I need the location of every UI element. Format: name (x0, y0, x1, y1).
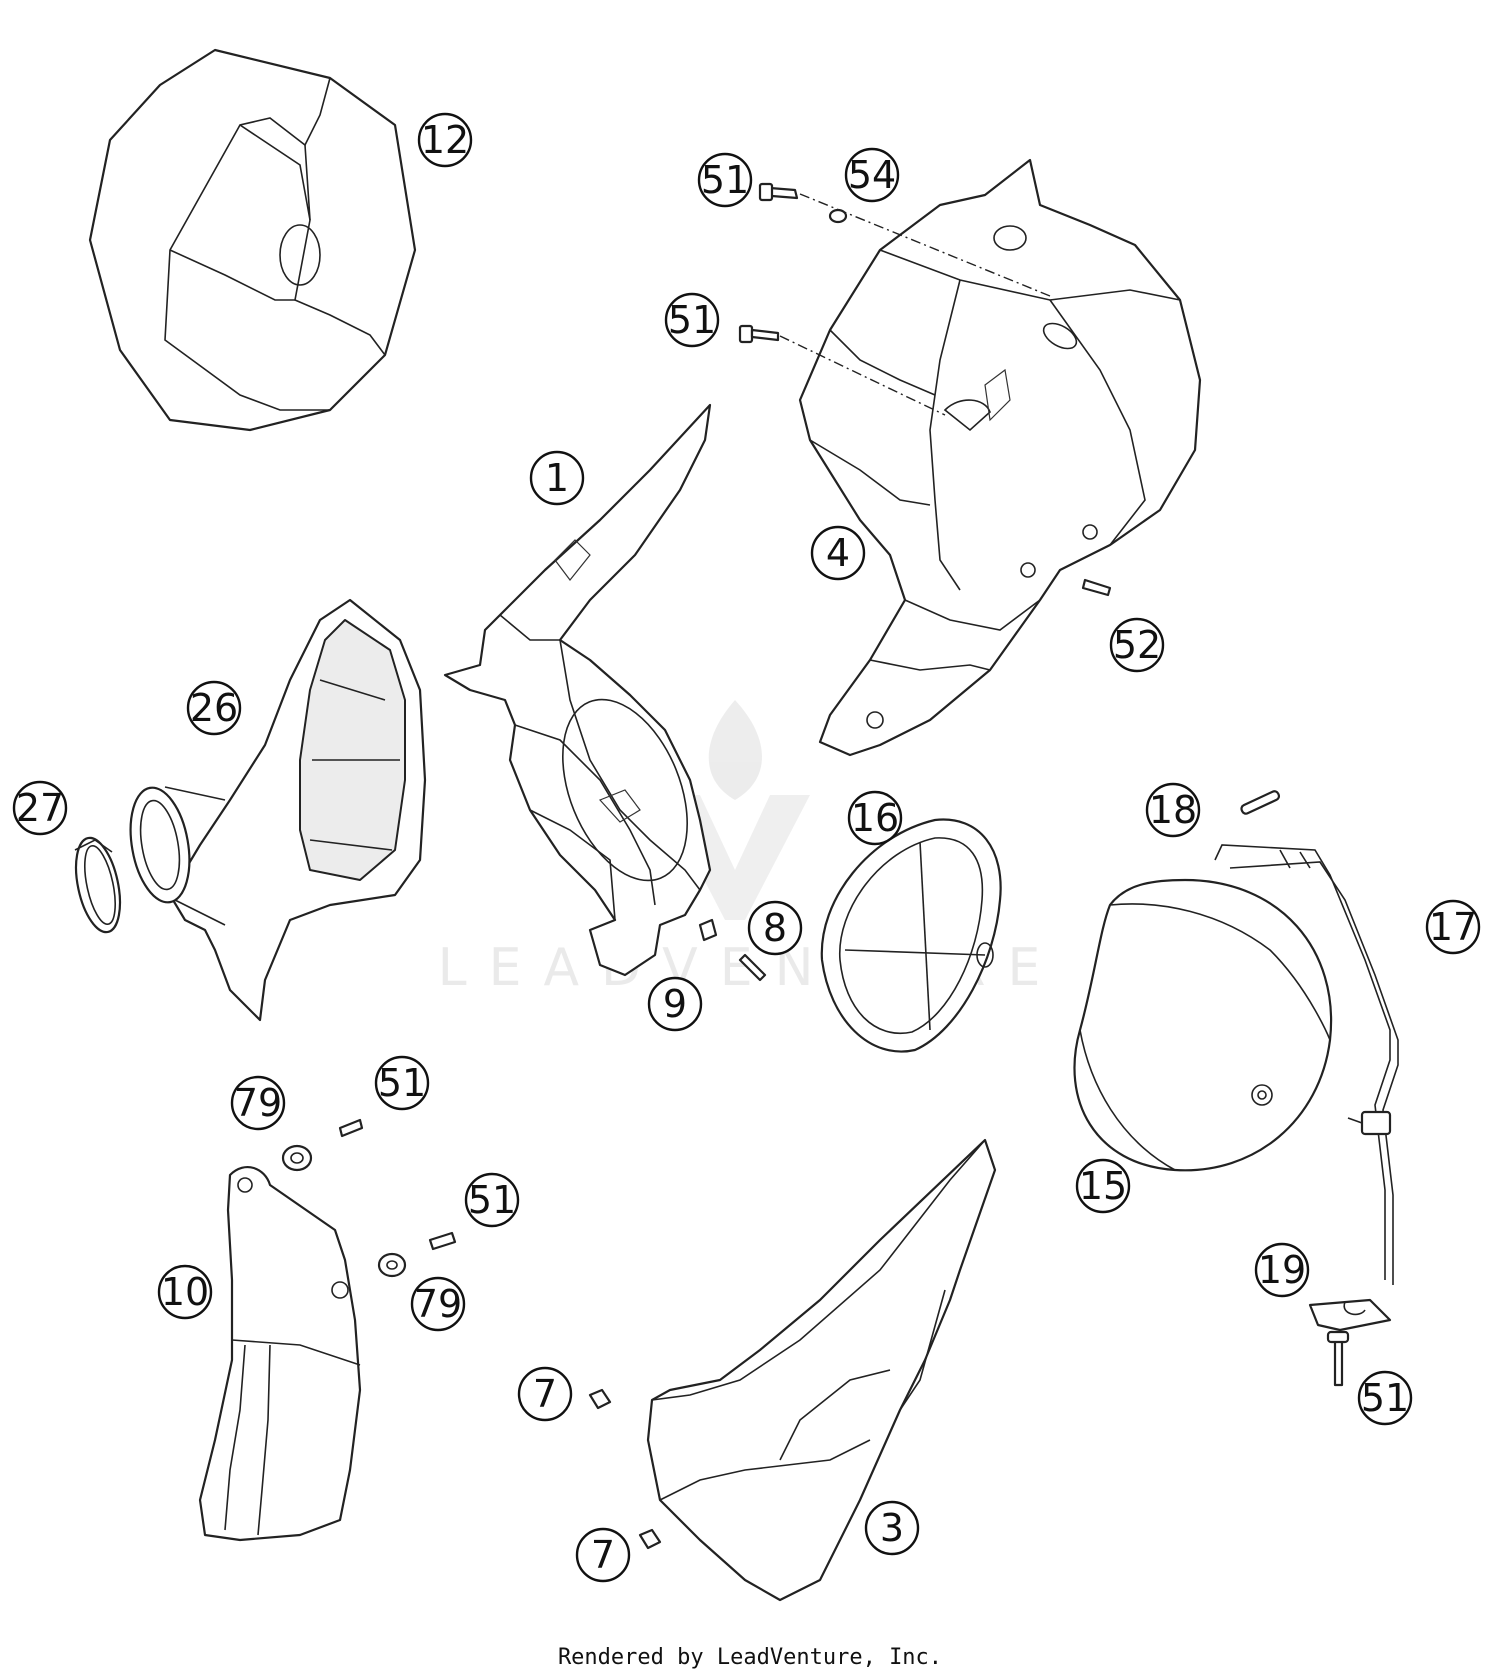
callout-18-label: 18 (1149, 788, 1197, 832)
callout-4[interactable]: 4 (810, 525, 866, 581)
callout-17[interactable]: 17 (1425, 899, 1481, 955)
part-27-hose-clamp[interactable] (68, 834, 127, 936)
callout-54-label: 54 (848, 153, 896, 197)
callout-8[interactable]: 8 (747, 900, 803, 956)
part-15-air-filter[interactable] (1073, 878, 1333, 1172)
screw-51-middle[interactable] (738, 324, 780, 344)
callout-51e-label: 51 (1361, 1376, 1409, 1420)
callout-17-label: 17 (1429, 905, 1477, 949)
callout-26[interactable]: 26 (186, 680, 242, 736)
footer-credit: Rendered by LeadVenture, Inc. (557, 1645, 943, 1670)
part-18-pin[interactable] (1240, 790, 1281, 815)
callout-1-label: 1 (545, 456, 569, 500)
callouts: 12 51 54 51 1 4 52 26 (12, 112, 1481, 1583)
callout-3[interactable]: 3 (864, 1500, 920, 1556)
nut-7-lower[interactable] (638, 1528, 662, 1550)
part-17-filter-holder[interactable] (1214, 844, 1399, 1285)
nut-7-upper[interactable] (588, 1388, 612, 1410)
callout-10[interactable]: 10 (157, 1264, 213, 1320)
callout-51a[interactable]: 51 (697, 152, 753, 208)
part-16-filter-cage[interactable] (820, 818, 1002, 1053)
washer-54[interactable] (828, 208, 848, 224)
callout-16-label: 16 (851, 796, 899, 840)
screw-51-mid-left[interactable] (428, 1231, 457, 1251)
callout-51d[interactable]: 51 (464, 1172, 520, 1228)
callout-12-label: 12 (421, 118, 469, 162)
washer-79-top[interactable] (281, 1144, 313, 1172)
callout-51d-label: 51 (468, 1178, 516, 1222)
callout-12[interactable]: 12 (417, 112, 473, 168)
callout-51a-label: 51 (701, 158, 749, 202)
callout-79a[interactable]: 79 (230, 1075, 286, 1131)
part-12-filter-cover[interactable] (88, 48, 417, 432)
callout-26-label: 26 (190, 686, 238, 730)
callout-51b-label: 51 (668, 298, 716, 342)
part-10-cover[interactable] (198, 1165, 362, 1542)
part-26-intake-boot[interactable] (122, 598, 427, 1022)
callout-54[interactable]: 54 (844, 147, 900, 203)
callout-51e[interactable]: 51 (1357, 1370, 1413, 1426)
callout-79a-label: 79 (234, 1081, 282, 1125)
callout-7a-label: 7 (533, 1372, 557, 1416)
washer-79-bottom[interactable] (377, 1252, 407, 1278)
part-3-side-panel[interactable] (646, 1138, 997, 1602)
callout-79b-label: 79 (414, 1282, 462, 1326)
callout-1[interactable]: 1 (529, 450, 585, 506)
part-19-clip[interactable] (1308, 1298, 1392, 1332)
callout-52[interactable]: 52 (1109, 617, 1165, 673)
callout-18[interactable]: 18 (1145, 782, 1201, 838)
screw-52[interactable] (1081, 578, 1112, 597)
callout-7b-label: 7 (591, 1533, 615, 1577)
clip-9[interactable] (698, 918, 718, 942)
callout-79b[interactable]: 79 (410, 1276, 466, 1332)
callout-51b[interactable]: 51 (664, 292, 720, 348)
callout-8-label: 8 (763, 906, 787, 950)
callout-9[interactable]: 9 (647, 976, 703, 1032)
callout-52-label: 52 (1113, 623, 1161, 667)
callout-15-label: 15 (1079, 1164, 1127, 1208)
callout-51c[interactable]: 51 (374, 1055, 430, 1111)
screw-51-right-bottom[interactable] (1326, 1330, 1350, 1387)
screw-8[interactable] (738, 953, 767, 982)
callout-27[interactable]: 27 (12, 780, 68, 836)
callout-19[interactable]: 19 (1254, 1242, 1310, 1298)
callout-7b[interactable]: 7 (575, 1527, 631, 1583)
callout-19-label: 19 (1258, 1248, 1306, 1292)
callout-51c-label: 51 (378, 1061, 426, 1105)
callout-27-label: 27 (16, 786, 64, 830)
part-1-airbox-frame[interactable] (443, 403, 712, 977)
callout-4-label: 4 (826, 531, 850, 575)
callout-3-label: 3 (880, 1506, 904, 1550)
callout-15[interactable]: 15 (1075, 1158, 1131, 1214)
callout-16[interactable]: 16 (847, 790, 903, 846)
callout-7a[interactable]: 7 (517, 1366, 573, 1422)
part-4-airbox[interactable] (798, 158, 1202, 757)
watermark-flame-icon (708, 700, 763, 800)
screw-51-top[interactable] (758, 182, 799, 202)
fasteners (281, 182, 1350, 1550)
callout-9-label: 9 (663, 982, 687, 1026)
screw-51-top-left[interactable] (338, 1118, 364, 1138)
callout-10-label: 10 (161, 1270, 209, 1314)
